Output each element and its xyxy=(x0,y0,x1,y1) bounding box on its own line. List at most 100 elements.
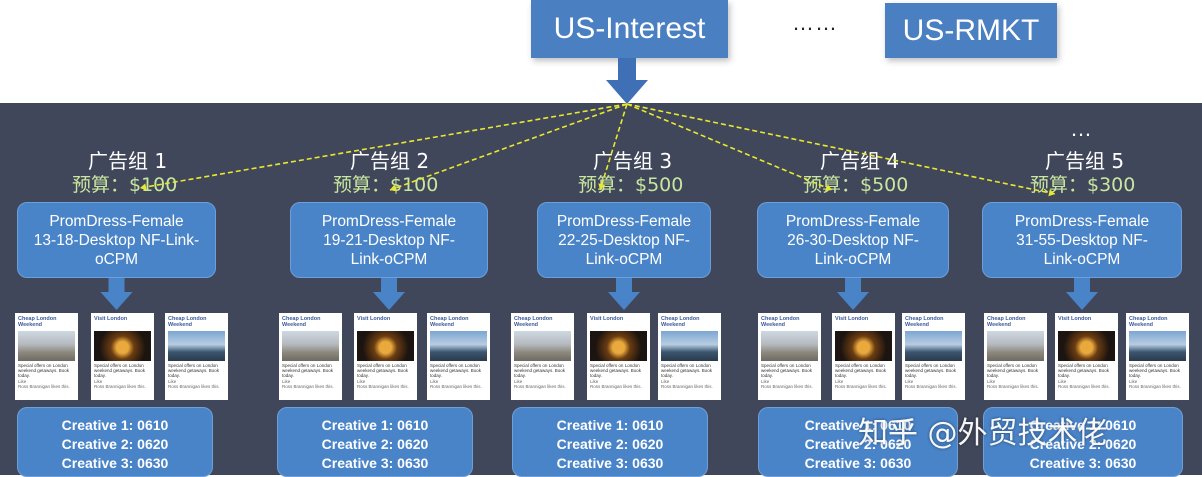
ad-card-title: Visit London xyxy=(1058,316,1092,322)
ad-card-title: Visit London xyxy=(590,316,624,322)
ad-card-title: Cheap London Weekend xyxy=(761,316,800,328)
adset-line: 22-25-Desktop NF- xyxy=(558,231,690,249)
budget-connector-head-4 xyxy=(825,184,832,192)
top-ellipsis: …… xyxy=(792,10,838,35)
budget-connector-head-3 xyxy=(598,183,606,190)
ad-card-footer: Ross Brannigan likes this. xyxy=(168,384,220,389)
budget-connector-2 xyxy=(389,103,628,191)
group-budget-5: 预算：$300 xyxy=(1030,174,1136,196)
ad-card-like: Like xyxy=(168,379,177,384)
adset-line: Link-oCPM xyxy=(1043,250,1121,268)
ad-card-title: Cheap London Weekend xyxy=(430,316,469,328)
budget-connector-head-1 xyxy=(140,183,147,191)
ad-card-footer: Ross Brannigan likes this. xyxy=(514,384,566,389)
ad-card-image xyxy=(1058,331,1115,361)
creative-item: Creative 2: 0620 xyxy=(804,436,912,452)
ad-card-text: Special offers on London weekend getaway… xyxy=(1129,363,1181,378)
budget-connector-1 xyxy=(139,103,628,189)
ad-card-like: Like xyxy=(94,379,103,384)
budget-connector-head-2 xyxy=(390,184,397,192)
ad-card-title: Visit London xyxy=(357,316,391,322)
budget-connector-5 xyxy=(626,103,1056,195)
adset-line: PromDress-Female xyxy=(321,212,457,230)
creative-item: Creative 3: 0630 xyxy=(321,455,429,471)
ad-card-footer: Ross Brannigan likes this. xyxy=(1058,384,1110,389)
ad-card-like: Like xyxy=(282,379,291,384)
ad-card-image xyxy=(514,331,571,361)
ad-card-title: Cheap London Weekend xyxy=(905,316,944,328)
adset-down-arrow-2 xyxy=(373,278,405,310)
ad-card-image xyxy=(905,331,962,361)
ad-card-image xyxy=(18,331,75,361)
us-rmkt-label: US-RMKT xyxy=(902,13,1040,47)
ad-card-image xyxy=(590,331,647,361)
ad-card-title: Cheap London Weekend xyxy=(18,316,57,328)
adset-down-arrow-1 xyxy=(100,278,133,310)
group-title-5: 广告组 5 xyxy=(1045,149,1125,173)
adset-line: PromDress-Female xyxy=(1014,212,1150,230)
ad-card-footer: Ross Brannigan likes this. xyxy=(18,384,70,389)
group-budget-2: 预算：$100 xyxy=(333,174,439,196)
adset-line: 13-18-Desktop NF-Link- xyxy=(33,231,200,249)
main-down-arrow xyxy=(606,58,648,104)
adset-line: Link-oCPM xyxy=(814,250,892,268)
ad-card-title: Cheap London Weekend xyxy=(514,316,553,328)
adset-line: 31-55-Desktop NF- xyxy=(1016,231,1148,249)
ad-card-footer: Ross Brannigan likes this. xyxy=(282,384,334,389)
ad-card-footer: Ross Brannigan likes this. xyxy=(905,384,957,389)
ad-card-like: Like xyxy=(357,379,366,384)
budget-connector-3 xyxy=(599,103,628,191)
ad-card-image xyxy=(168,331,225,361)
budget-connector-4 xyxy=(626,103,833,191)
ad-card-text: Special offers on London weekend getaway… xyxy=(168,363,220,378)
adset-line: oCPM xyxy=(94,250,139,268)
ad-card-text: Special offers on London weekend getaway… xyxy=(905,363,957,378)
ad-card-image xyxy=(987,331,1044,361)
ad-card-footer: Ross Brannigan likes this. xyxy=(761,384,813,389)
ad-card-like: Like xyxy=(590,379,599,384)
ad-card-footer: Ross Brannigan likes this. xyxy=(430,384,482,389)
creative-item: Creative 1: 0610 xyxy=(321,417,429,433)
ad-card-image xyxy=(430,331,487,361)
creative-item: Creative 2: 0620 xyxy=(556,436,664,452)
ad-card-image xyxy=(835,331,892,361)
us-interest-label: US-Interest xyxy=(553,12,706,45)
ad-card-text: Special offers on London weekend getaway… xyxy=(590,363,642,378)
creative-item: Creative 1: 0610 xyxy=(804,417,912,433)
adset-down-arrow-3 xyxy=(608,278,640,310)
ad-card-text: Special offers on London weekend getaway… xyxy=(18,363,70,378)
adset-line: 19-21-Desktop NF- xyxy=(323,231,455,249)
ad-card-text: Special offers on London weekend getaway… xyxy=(430,363,482,378)
adset-line: PromDress-Female xyxy=(556,212,692,230)
panel-ellipsis: … xyxy=(1070,116,1094,141)
ad-card-text: Special offers on London weekend getaway… xyxy=(282,363,334,378)
adset-line: PromDress-Female xyxy=(785,212,921,230)
ad-card-like: Like xyxy=(18,379,27,384)
ad-card-footer: Ross Brannigan likes this. xyxy=(94,384,146,389)
ad-card-title: Cheap London Weekend xyxy=(661,316,700,328)
adset-line: Link-oCPM xyxy=(350,250,428,268)
ad-card-text: Special offers on London weekend getaway… xyxy=(761,363,813,378)
group-budget-1: 预算：$100 xyxy=(72,174,178,196)
ad-card-image xyxy=(1129,331,1186,361)
adset-line: PromDress-Female xyxy=(49,212,184,230)
ad-card-text: Special offers on London weekend getaway… xyxy=(94,363,146,378)
